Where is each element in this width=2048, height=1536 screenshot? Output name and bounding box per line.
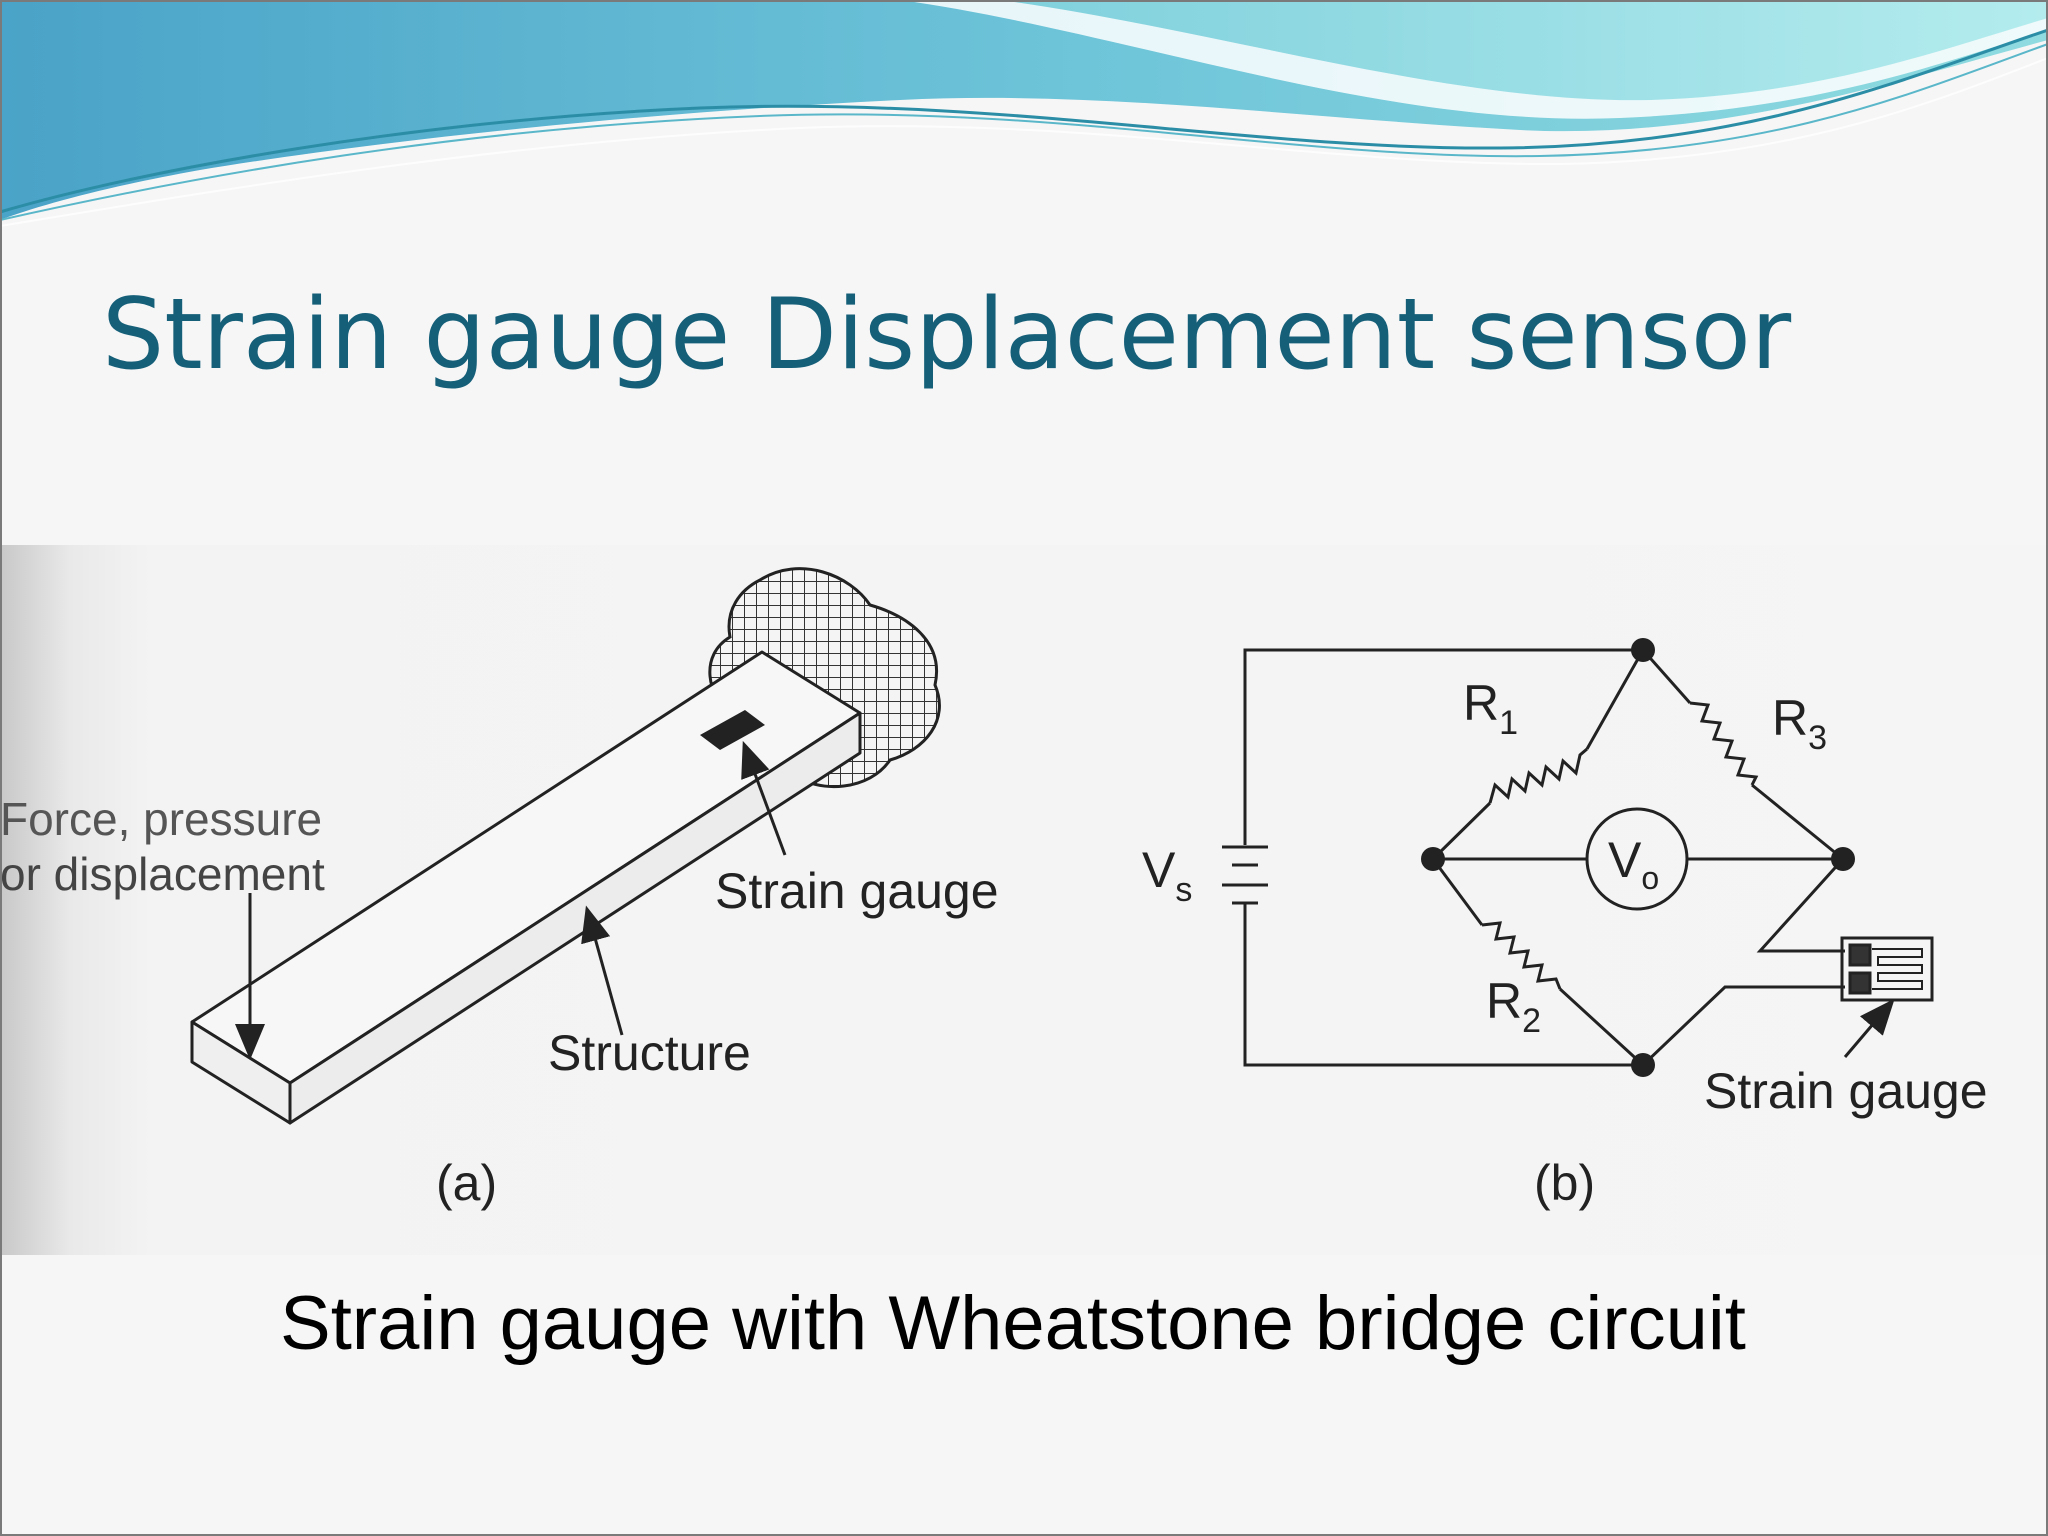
bridge-nodes xyxy=(1421,638,1855,1077)
structure-label: Structure xyxy=(548,1025,751,1081)
figure-background xyxy=(0,545,2048,1255)
strain-gauge-element xyxy=(1840,936,1934,1002)
supply-wire-top xyxy=(1243,648,1643,845)
gauge-wire-bottom xyxy=(1641,985,1845,1067)
strain-gauge-arrow xyxy=(741,740,787,856)
slide-title: Strain gauge Displacement sensor xyxy=(102,278,1792,392)
resistor-r2 xyxy=(1431,858,1645,1067)
r1-label: R1 xyxy=(1463,675,1518,742)
vo-label: Vo xyxy=(1608,832,1659,896)
r3-label: R3 xyxy=(1772,690,1827,757)
structure-arrow xyxy=(581,905,624,1036)
strain-gauge-label-a: Strain gauge xyxy=(715,863,999,919)
gauge-wire-top xyxy=(1756,857,1845,953)
force-label-line2: or displacement xyxy=(0,848,325,900)
sub-label-a: (a) xyxy=(436,1155,497,1211)
bridge-labels: R1 R3 R2 Vs Vo Strain gauge (b) xyxy=(1142,675,1988,1211)
cantilever-beam-diagram: Force, pressure or displacement Strain g… xyxy=(0,567,999,1211)
strain-gauge-label-b: Strain gauge xyxy=(1704,1063,1988,1119)
wheatstone-bridge-diagram xyxy=(1222,638,1934,1077)
sub-label-b: (b) xyxy=(1534,1155,1595,1211)
strain-gauge-patch xyxy=(700,710,765,750)
slide-caption: Strain gauge with Wheatstone bridge circ… xyxy=(280,1281,1746,1366)
vs-label: Vs xyxy=(1142,842,1192,909)
resistor-r1 xyxy=(1431,649,1645,861)
force-label-line1: Force, pressure xyxy=(0,793,322,845)
r2-label: R2 xyxy=(1486,973,1541,1040)
gauge-arrow xyxy=(1843,998,1895,1058)
strain-gauge-figure: Force, pressure or displacement Strain g… xyxy=(0,567,1988,1211)
supply-wire-bottom xyxy=(1243,925,1643,1067)
beam-structure xyxy=(190,650,862,1125)
header-wave-decoration xyxy=(0,0,2048,227)
voltmeter-symbol xyxy=(1585,807,1689,911)
battery-symbol xyxy=(1222,845,1268,925)
